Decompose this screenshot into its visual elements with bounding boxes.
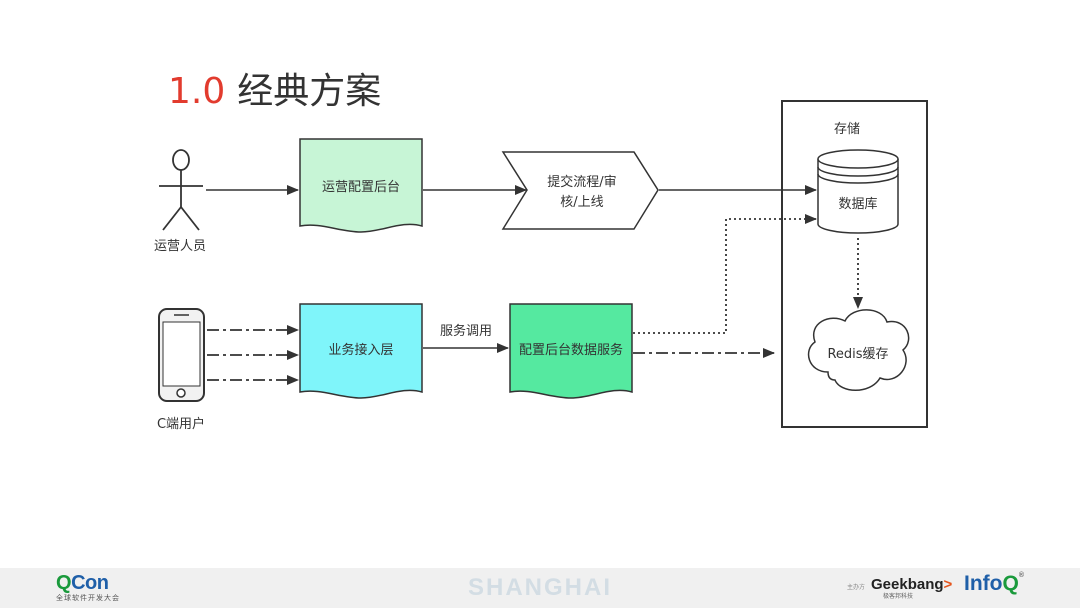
title-number: 1.0	[168, 71, 226, 112]
title-text: 经典方案	[237, 71, 382, 112]
qcon-logo: QCon 全球软件开发大会	[56, 572, 120, 602]
footer-bar: QCon 全球软件开发大会 SHANGHAI 主办方 Geekbang> 极客邦…	[0, 568, 1080, 608]
c-user-label: C端用户	[157, 416, 205, 432]
qcon-subtitle: 全球软件开发大会	[56, 594, 120, 602]
config-data-service-node	[509, 303, 633, 399]
submit-flow-node	[501, 151, 659, 230]
phone-icon	[158, 308, 205, 402]
submit-flow-label-line1: 提交流程/审	[547, 174, 616, 190]
edge-service-to-database	[633, 214, 817, 334]
database-node	[817, 149, 899, 234]
infoq-logo: InfoQ®	[964, 572, 1024, 595]
operator-figure	[159, 149, 203, 231]
redis-cloud	[807, 309, 910, 391]
submit-flow-label-line2: 核/上线	[560, 195, 603, 210]
admin-backend-node	[299, 138, 423, 233]
config-data-service-label: 配置后台数据服务	[519, 342, 623, 358]
operator-label: 运营人员	[154, 239, 206, 254]
access-layer-label: 业务接入层	[328, 342, 393, 358]
city-label: SHANGHAI	[467, 574, 612, 601]
geekbang-logo: Geekbang> 极客邦科技	[871, 576, 953, 600]
service-call-label: 服务调用	[440, 323, 492, 339]
database-label: 数据库	[838, 196, 877, 212]
sponsor-label: 主办方	[847, 584, 866, 591]
admin-backend-label: 运营配置后台	[322, 180, 400, 195]
geekbang-subtitle: 极客邦科技	[883, 593, 914, 600]
storage-label: 存储	[834, 122, 860, 137]
access-layer-node	[299, 303, 423, 399]
slide-title: 1.0 经典方案	[168, 62, 381, 114]
redis-label: Redis缓存	[827, 347, 888, 362]
